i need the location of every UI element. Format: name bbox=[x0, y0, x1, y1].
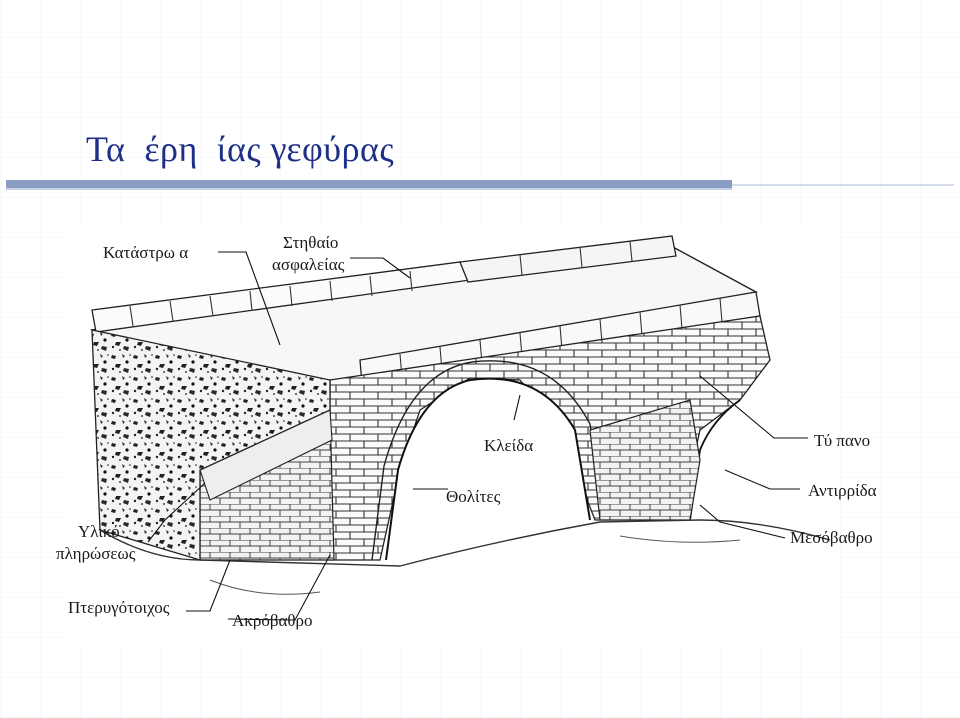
label-deck: Κατάστρω α bbox=[103, 243, 189, 262]
parapet-rear bbox=[91, 235, 677, 333]
label-voussoirs: Θολίτες bbox=[446, 487, 501, 506]
slide-title: Τα έρη ίας γεφύρας bbox=[86, 129, 395, 169]
label-parapet-line1: Στηθαίο bbox=[283, 233, 339, 252]
label-fill-line1: Υλικό bbox=[78, 522, 120, 541]
label-abutment: Ακρόβαθρο bbox=[232, 611, 313, 630]
leader-lines bbox=[147, 251, 808, 621]
label-wingwall: Πτερυγότοιχος bbox=[68, 598, 170, 617]
title-underline-extension bbox=[732, 184, 954, 186]
label-keystone: Κλείδα bbox=[484, 436, 534, 455]
ground-line bbox=[99, 519, 831, 567]
pier bbox=[589, 399, 701, 521]
arch-main bbox=[385, 377, 591, 561]
arch-voussoir-ring bbox=[371, 360, 607, 561]
label-cutwater: Αντιρρίδα bbox=[808, 481, 877, 500]
title-underline bbox=[6, 180, 732, 190]
label-parapet-line2: ασφαλείας bbox=[272, 255, 345, 274]
label-spandrel: Τύ πανο bbox=[814, 431, 871, 450]
label-fill-line2: πληρώσεως bbox=[56, 544, 136, 563]
label-pier: Μεσόβαθρο bbox=[790, 528, 873, 547]
